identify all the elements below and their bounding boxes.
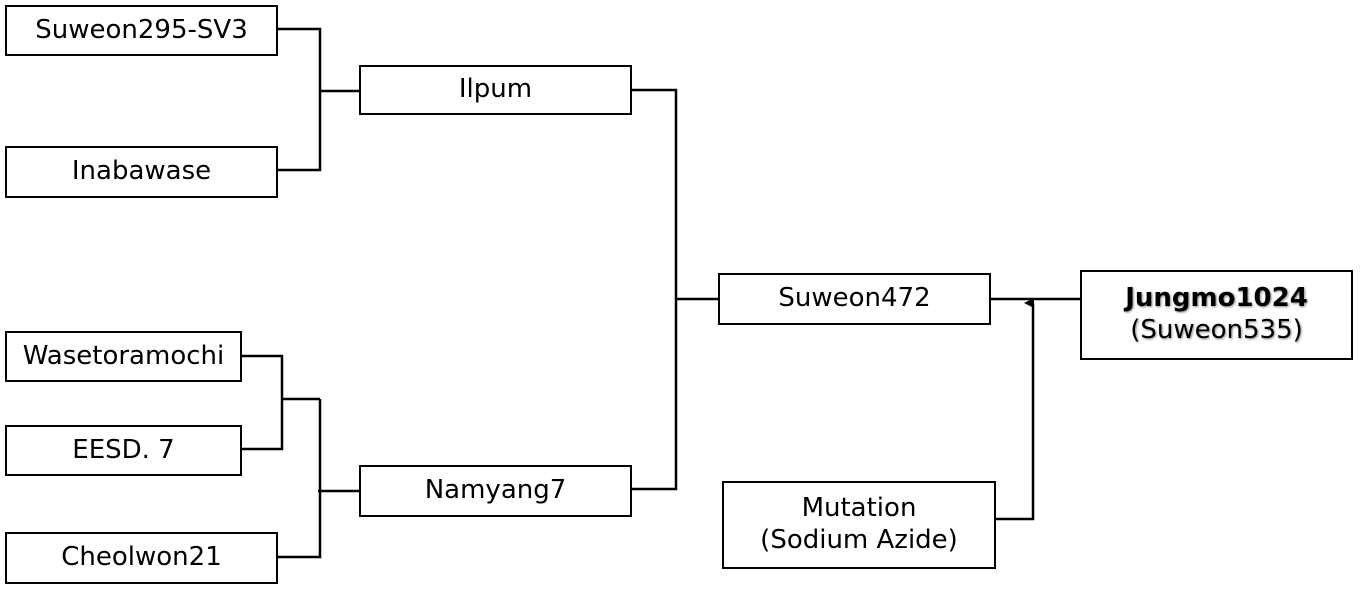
- node-label: Wasetoramochi: [22, 340, 225, 371]
- node-label-line2: (Sodium Azide): [760, 525, 958, 555]
- node-inabawase: Inabawase: [5, 146, 278, 198]
- node-label: Namyang7: [424, 475, 567, 506]
- node-label: Cheolwon21: [61, 542, 222, 573]
- node-label-line1: Mutation: [801, 493, 917, 524]
- node-namyang7: Namyang7: [359, 465, 632, 517]
- node-label: EESD. 7: [72, 434, 175, 465]
- node-label: Suweon472: [778, 283, 931, 314]
- node-label: Suweon295-SV3: [35, 14, 248, 45]
- connector-cheolwon21-bracket: [278, 399, 322, 559]
- node-label-line1: Jungmo1024: [1125, 283, 1308, 314]
- node-ilpum: Ilpum: [359, 65, 632, 115]
- node-wasetoramochi: Wasetoramochi: [5, 331, 242, 382]
- connector-suweon295-to-ilpum: [278, 27, 322, 172]
- connector-wasetoramochi-eesd7: [242, 354, 284, 451]
- node-suweon295-sv3: Suweon295-SV3: [5, 5, 278, 56]
- node-label: Ilpum: [458, 74, 533, 105]
- node-jungmo1024: Jungmo1024 (Suweon535): [1080, 270, 1353, 360]
- node-suweon472: Suweon472: [718, 273, 991, 325]
- connector-ilpum-namyang7: [632, 88, 678, 491]
- node-mutation: Mutation (Sodium Azide): [722, 481, 996, 569]
- connector-mutation-arrow: [996, 298, 1035, 521]
- node-cheolwon21: Cheolwon21: [5, 532, 278, 584]
- node-label: Inabawase: [71, 156, 212, 187]
- node-label-line2: (Suweon535): [1130, 315, 1303, 345]
- node-eesd-7: EESD. 7: [5, 425, 242, 476]
